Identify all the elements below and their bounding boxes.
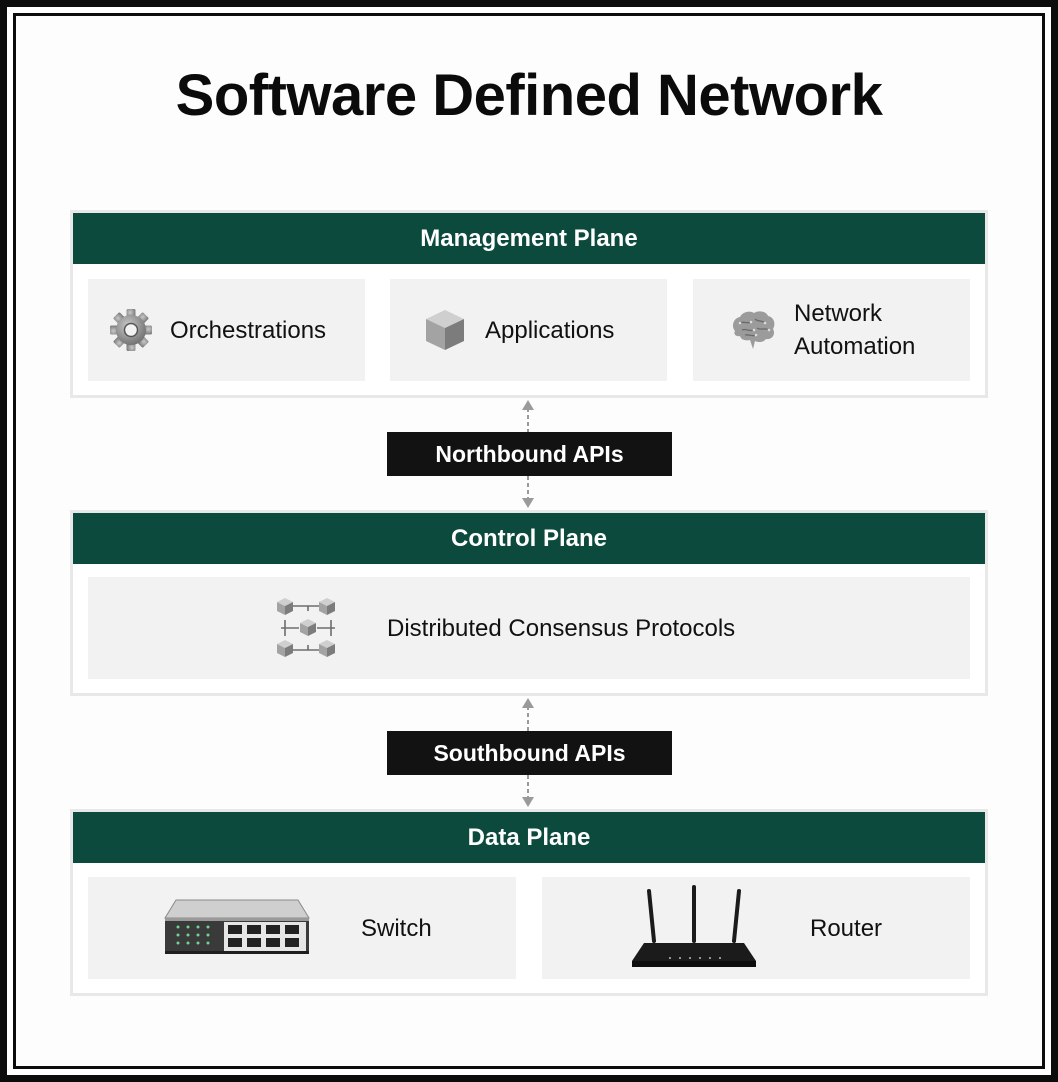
orchestrations-card: Orchestrations [88,279,365,381]
router-card: Router [542,877,970,979]
network-automation-label: Network Automation [794,297,915,363]
consensus-protocols-label: Distributed Consensus Protocols [387,614,736,642]
network-automation-label-line2: Automation [794,333,916,360]
data-plane: Data Plane Switch [70,809,988,996]
control-plane-header: Control Plane [73,513,985,564]
network-automation-card: Network Automation [693,279,970,381]
switch-card: Switch [88,877,516,979]
management-plane-header: Management Plane [73,213,985,264]
control-plane: Control Plane Distributed C [70,510,988,696]
management-plane: Management Plane [70,210,988,398]
switch-label: Switch [361,914,432,942]
cube-icon [426,310,464,350]
router-icon [632,885,756,967]
northbound-apis-box: Northbound APIs [387,432,672,476]
applications-label: Applications [485,316,615,344]
brain-icon [732,311,775,349]
southbound-apis-box: Southbound APIs [387,731,672,775]
consensus-protocols-card: Distributed Consensus Protocols [88,577,970,679]
applications-card: Applications [390,279,667,381]
cube-network-icon [277,598,335,657]
switch-icon [164,899,310,954]
northbound-connector-up [522,400,534,432]
diagram-title: Software Defined Network [175,63,883,128]
data-plane-header: Data Plane [73,812,985,863]
northbound-connector-down [522,476,534,508]
orchestrations-label: Orchestrations [170,316,327,344]
southbound-connector-down [522,775,534,807]
router-label: Router [810,914,883,942]
network-automation-label-line1: Network [794,300,883,327]
southbound-connector-up [522,698,534,731]
gear-icon [110,309,152,351]
